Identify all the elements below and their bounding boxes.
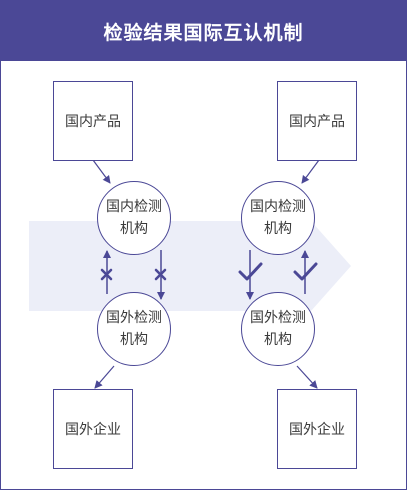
arrow-lab-to-company-right: [296, 365, 318, 389]
foreign-lab-circle-left: 国外检测机构: [97, 292, 171, 366]
cross-icon: [154, 268, 167, 281]
arrow-lab-to-company-left: [94, 365, 115, 389]
foreign-company-box-right: 国外企业: [277, 389, 357, 469]
domestic-product-box-left: 国内产品: [53, 81, 133, 161]
arrow-product-to-lab-right: [301, 159, 320, 184]
domestic-product-box-right: 国内产品: [277, 81, 357, 161]
check-icon: [293, 262, 318, 281]
page-title: 检验结果国际互认机制: [1, 1, 406, 61]
arrow-product-to-lab-left: [92, 159, 111, 184]
foreign-lab-circle-right: 国外检测机构: [241, 292, 315, 366]
cross-icon: [100, 268, 113, 281]
foreign-company-box-left: 国外企业: [53, 389, 133, 469]
check-icon: [238, 262, 263, 281]
domestic-lab-circle-left: 国内检测机构: [97, 181, 171, 255]
domestic-lab-circle-right: 国内检测机构: [241, 181, 315, 255]
